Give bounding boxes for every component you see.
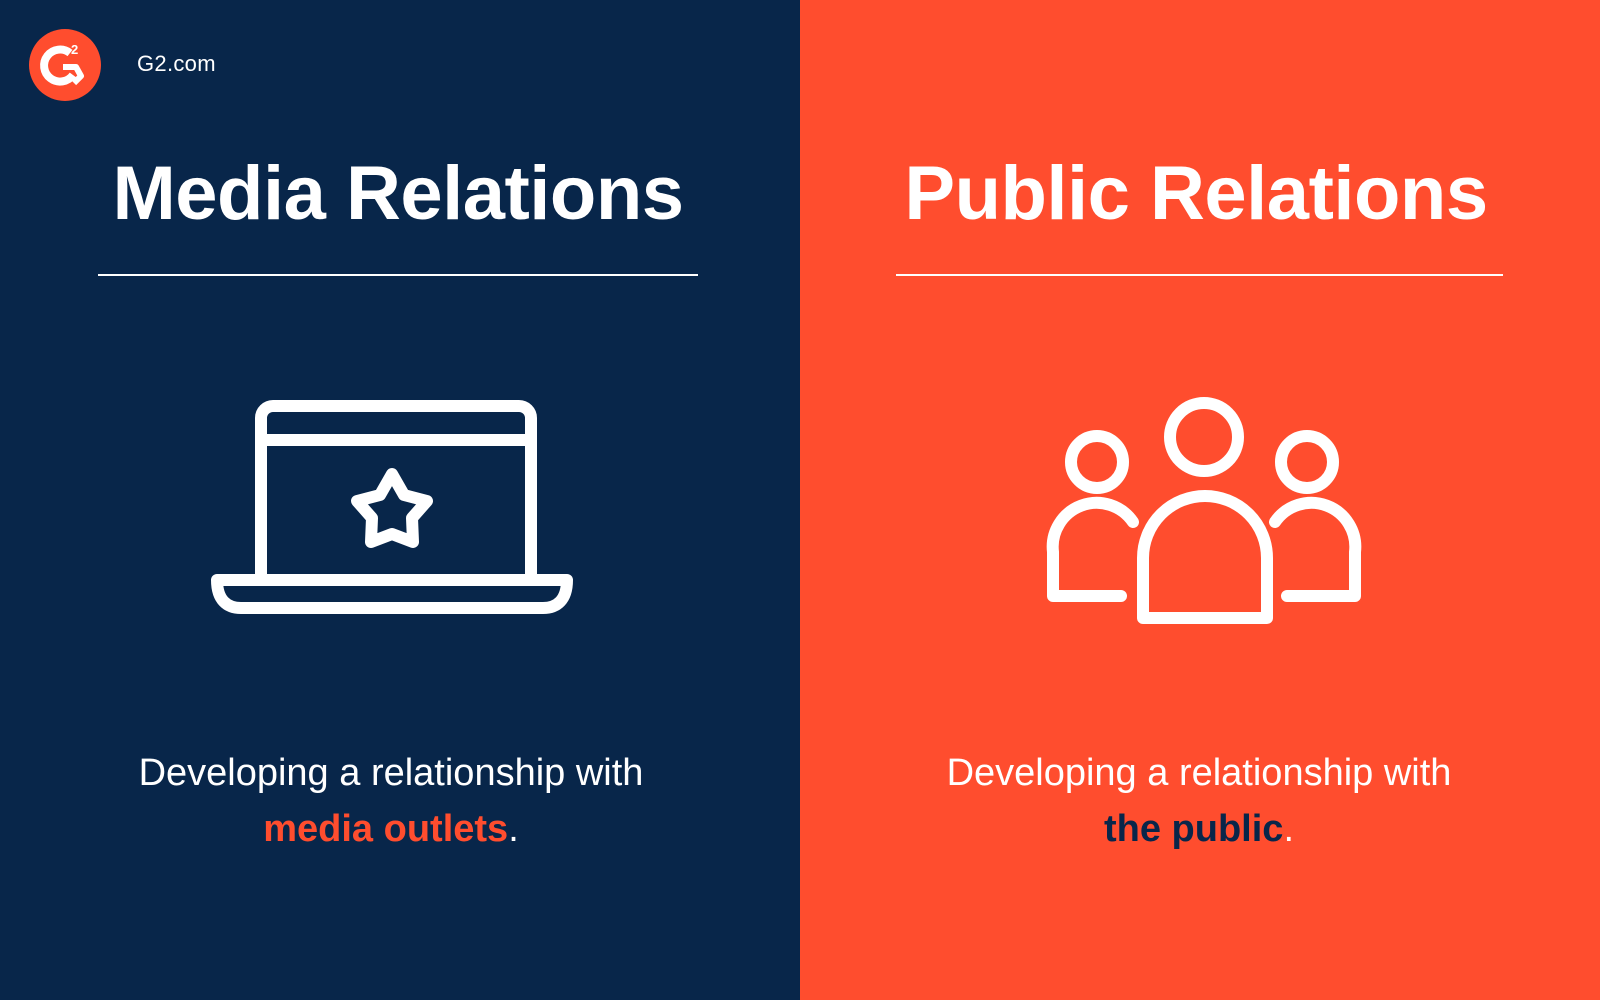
- people-group-icon: [1043, 396, 1363, 631]
- description-prefix: Developing a relationship with: [138, 752, 644, 794]
- laptop-star-icon: [211, 400, 573, 621]
- description-suffix: .: [508, 808, 519, 850]
- description-prefix: Developing a relationship with: [946, 752, 1452, 794]
- g2-logo-icon: 2: [29, 29, 101, 101]
- media-relations-panel: 2 G2.com Media Relations Developing a re…: [0, 0, 800, 1000]
- svg-text:2: 2: [71, 42, 78, 57]
- panel-description: Developing a relationship with the publi…: [799, 745, 1599, 857]
- panel-title: Media Relations: [112, 151, 684, 236]
- divider: [98, 274, 698, 276]
- divider: [896, 274, 1503, 276]
- public-relations-panel: Public Relations Developing a relationsh…: [800, 0, 1600, 1000]
- description-suffix: .: [1283, 808, 1294, 850]
- panel-title: Public Relations: [904, 151, 1488, 236]
- site-name: G2.com: [137, 51, 216, 76]
- panel-description: Developing a relationship with media out…: [0, 745, 791, 857]
- description-emphasis: the public: [1103, 808, 1284, 850]
- description-emphasis: media outlets: [263, 808, 509, 850]
